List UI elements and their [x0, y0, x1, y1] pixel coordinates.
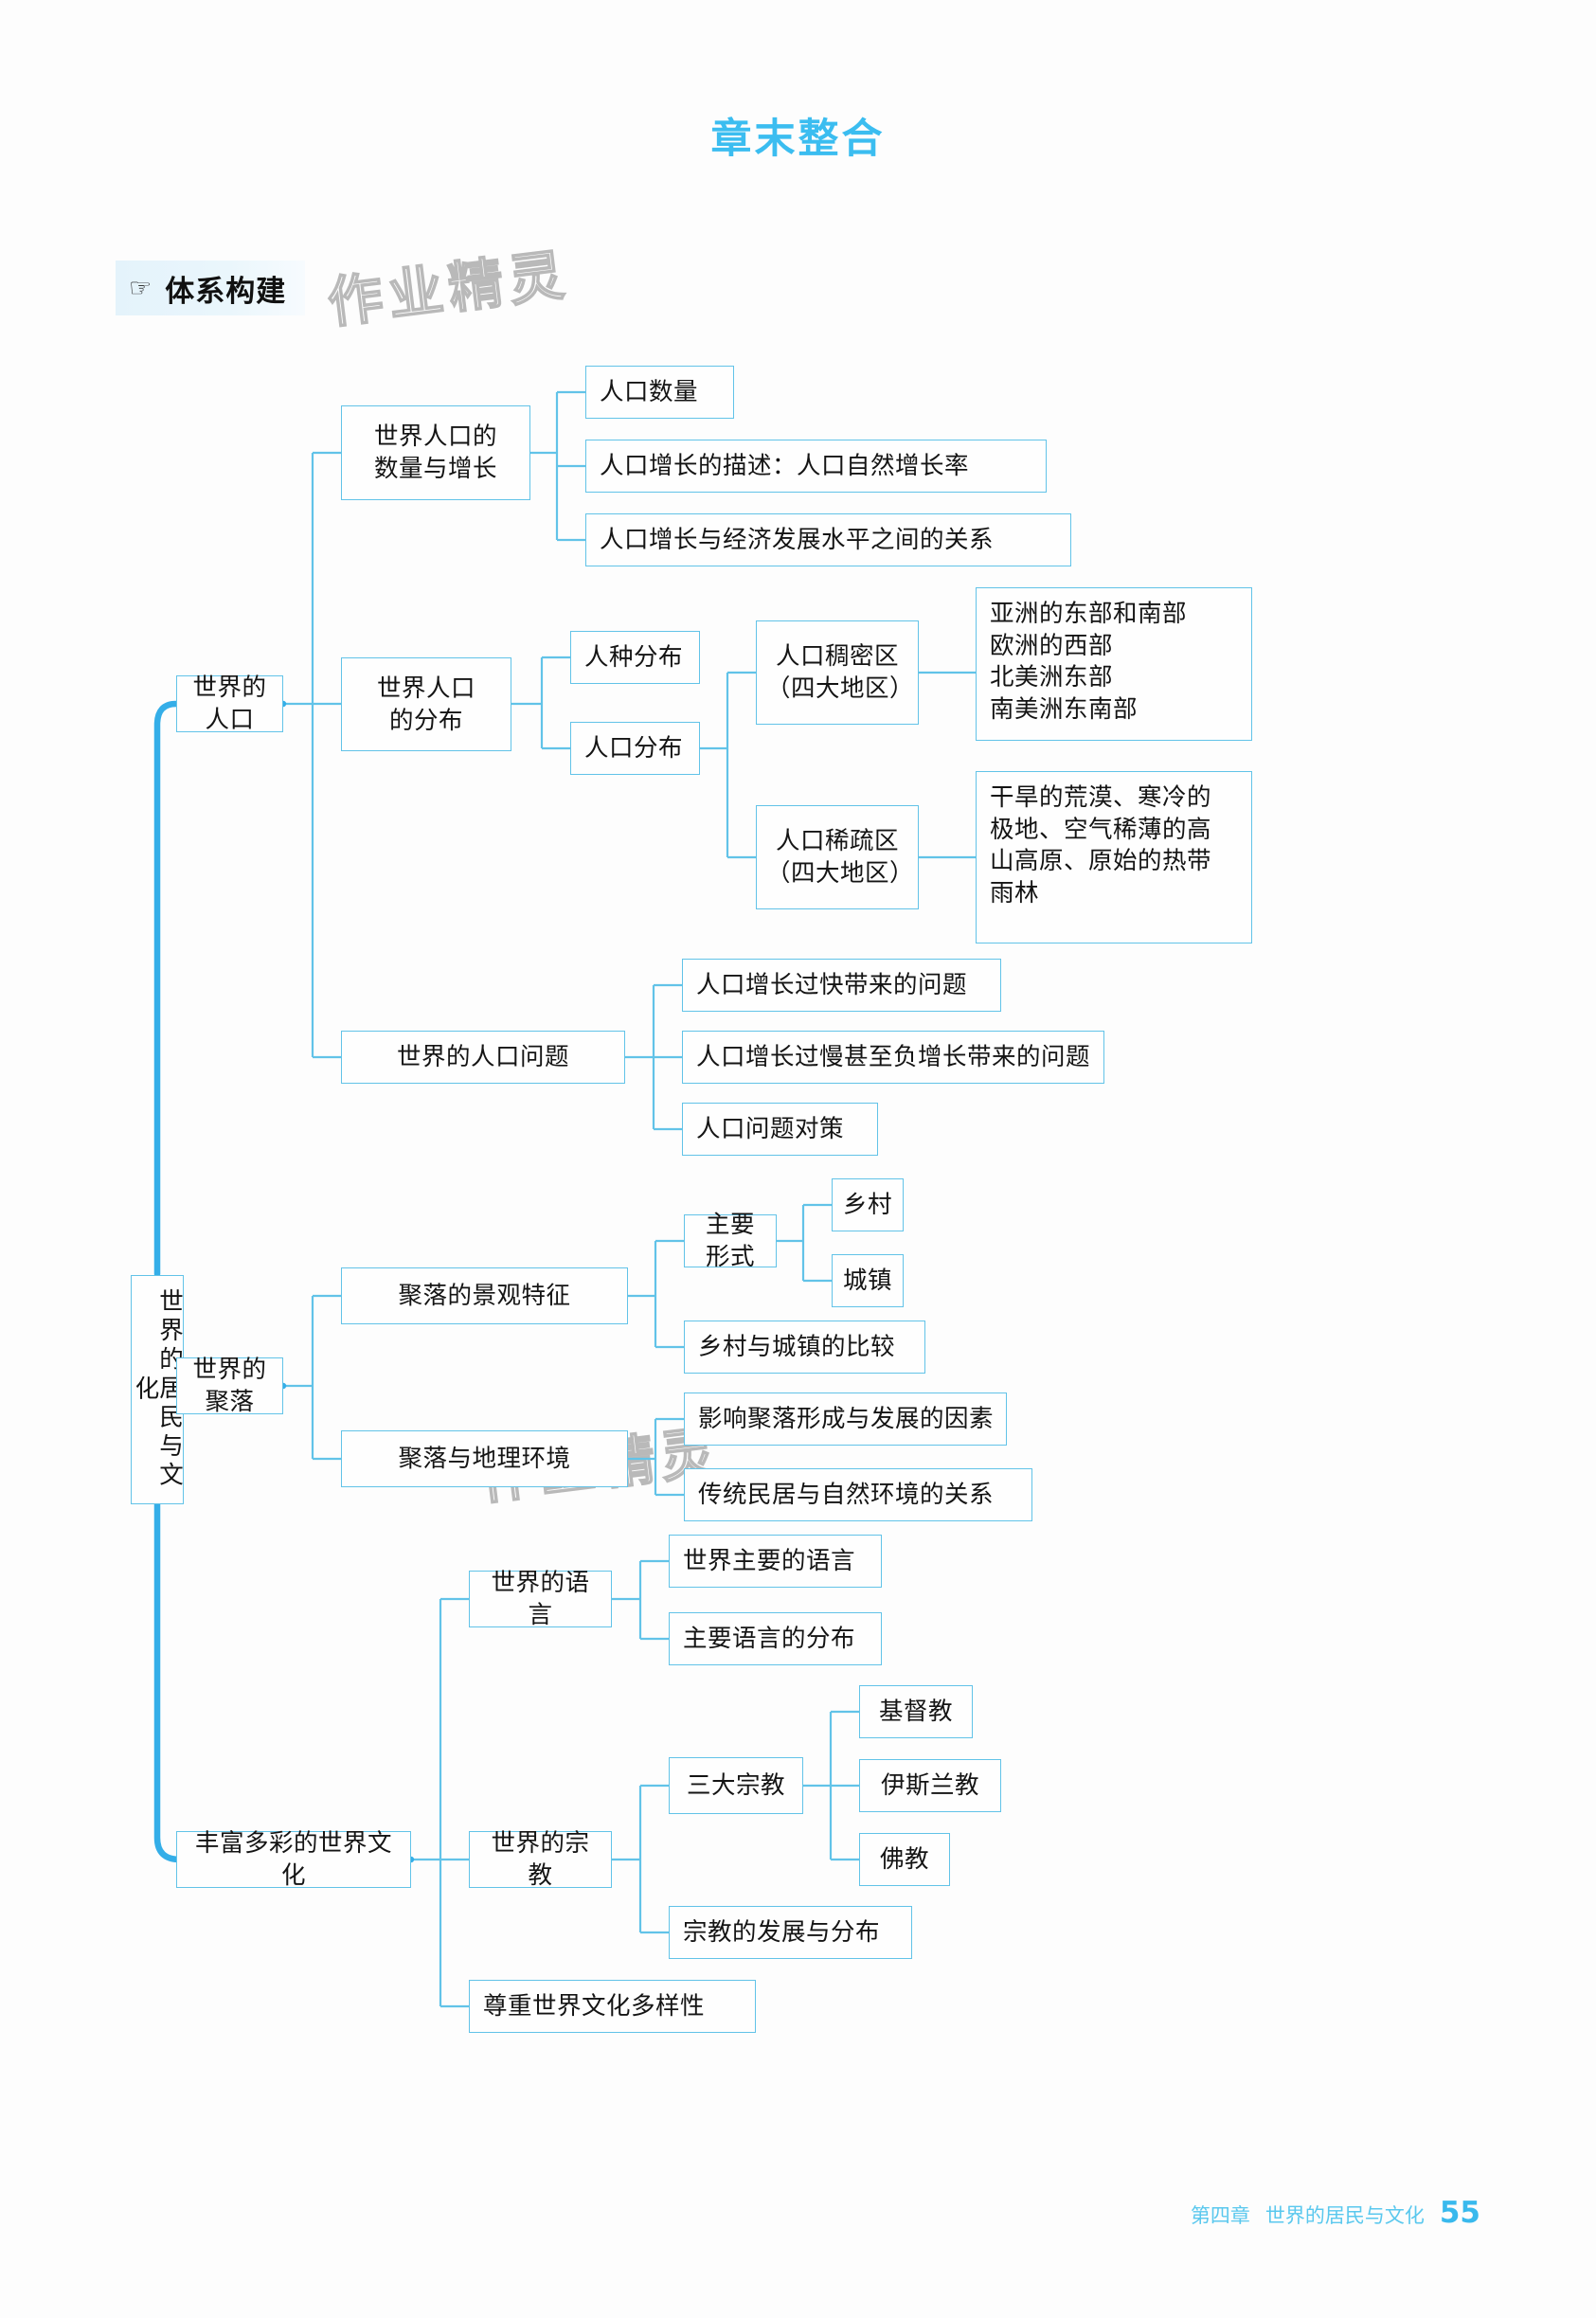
node-village[interactable]: 乡村 [832, 1178, 904, 1231]
node-village-town-comparison[interactable]: 乡村与城镇的比较 [684, 1321, 925, 1374]
node-world-settlement[interactable]: 世界的聚落 [176, 1356, 283, 1415]
section-header: ☞ 体系构建 [116, 261, 306, 315]
node-buddhism[interactable]: 佛教 [859, 1833, 950, 1886]
section-header-label: 体系构建 [165, 274, 287, 309]
node-sparse-region-detail[interactable]: 干旱的荒漠、寒冷的 极地、空气稀薄的高 山高原、原始的热带 雨林 [976, 771, 1252, 943]
node-major-languages[interactable]: 世界主要的语言 [669, 1535, 882, 1588]
node-population-distribution-parent[interactable]: 世界人口 的分布 [341, 657, 511, 751]
node-population-countermeasure[interactable]: 人口问题对策 [682, 1103, 878, 1156]
page-footer: 第四章 世界的居民与文化 55 [1191, 2196, 1480, 2230]
page-title: 章末整合 [710, 116, 886, 163]
node-population-distribution[interactable]: 人口分布 [570, 722, 700, 775]
node-town[interactable]: 城镇 [832, 1254, 904, 1307]
node-settlement-landscape[interactable]: 聚落的景观特征 [341, 1267, 628, 1324]
node-world-population[interactable]: 世界的人口 [176, 674, 283, 733]
node-slow-growth-problem[interactable]: 人口增长过慢甚至负增长带来的问题 [682, 1031, 1104, 1084]
node-race-distribution[interactable]: 人种分布 [570, 631, 700, 684]
node-traditional-dwelling-environment[interactable]: 传统民居与自然环境的关系 [684, 1468, 1032, 1521]
node-main-forms[interactable]: 主要形式 [684, 1211, 777, 1270]
mind-map-diagram: 世界的居民与文化 世界的人口 世界人口的 数量与增长 人口数量 人口增长的描述：… [131, 366, 1252, 2033]
node-three-major-religions[interactable]: 三大宗教 [669, 1757, 803, 1814]
footer-title: 世界的居民与文化 [1264, 2204, 1425, 2227]
node-fast-growth-problem[interactable]: 人口增长过快带来的问题 [682, 959, 1001, 1012]
node-sparse-region[interactable]: 人口稀疏区 （四大地区） [756, 805, 919, 909]
node-dense-region[interactable]: 人口稠密区 （四大地区） [756, 620, 919, 725]
node-settlement-factors[interactable]: 影响聚落形成与发展的因素 [684, 1393, 1007, 1446]
pointing-hand-icon: ☞ [129, 273, 152, 302]
node-christianity[interactable]: 基督教 [859, 1685, 973, 1738]
node-world-language[interactable]: 世界的语言 [469, 1569, 612, 1628]
node-language-distribution[interactable]: 主要语言的分布 [669, 1612, 882, 1665]
node-islam[interactable]: 伊斯兰教 [859, 1759, 1001, 1812]
node-world-population-problem[interactable]: 世界的人口问题 [341, 1031, 625, 1084]
node-growth-economy-relation[interactable]: 人口增长与经济发展水平之间的关系 [585, 513, 1071, 566]
node-dense-region-detail[interactable]: 亚洲的东部和南部 欧洲的西部 北美洲东部 南美洲东南部 [976, 587, 1252, 741]
node-growth-description[interactable]: 人口增长的描述：人口自然增长率 [585, 440, 1047, 493]
node-settlement-geography[interactable]: 聚落与地理环境 [341, 1430, 628, 1487]
footer-chapter: 第四章 [1190, 2204, 1250, 2227]
node-rich-world-culture[interactable]: 丰富多彩的世界文化 [176, 1829, 411, 1889]
node-religion-development-distribution[interactable]: 宗教的发展与分布 [669, 1906, 912, 1959]
node-population-quantity[interactable]: 人口数量 [585, 366, 734, 419]
node-world-religion[interactable]: 世界的宗教 [469, 1829, 612, 1889]
node-respect-cultural-diversity[interactable]: 尊重世界文化多样性 [469, 1980, 756, 2033]
node-population-quantity-growth[interactable]: 世界人口的 数量与增长 [341, 405, 530, 500]
footer-page-number: 55 [1439, 2196, 1480, 2230]
